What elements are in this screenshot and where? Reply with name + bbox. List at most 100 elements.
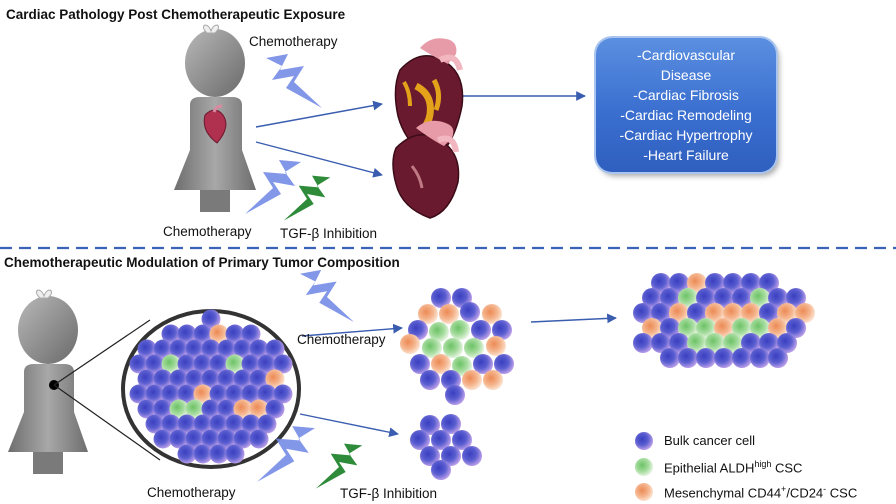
bulk-cell <box>217 399 237 419</box>
bow-icon-bottom <box>35 289 53 299</box>
bulk-cell <box>696 348 716 368</box>
epithelial-csc <box>225 354 245 374</box>
epithelial-csc <box>169 399 189 419</box>
bulk-cell <box>441 370 461 390</box>
bulk-cell <box>420 415 440 435</box>
epithelial-csc <box>678 288 698 308</box>
epithelial-csc <box>422 338 442 358</box>
lightning-tgf-lower-icon <box>315 443 363 489</box>
bulk-cell <box>651 333 671 353</box>
mesenchymal-csc <box>483 370 503 390</box>
outcomes-box: -Cardiovascular Disease -Cardiac Fibrosi… <box>596 38 776 172</box>
mesenchymal-csc <box>431 354 451 374</box>
epithelial-csc <box>732 318 752 338</box>
legend-mesenchymal-swatch <box>635 483 653 501</box>
bulk-cell <box>193 414 213 434</box>
bulk-cell <box>169 339 189 359</box>
bulk-cell <box>249 429 269 449</box>
bulk-cell <box>473 354 493 374</box>
outcome-6: -Heart Failure <box>643 147 729 163</box>
label-chemotherapy-bottom: Chemotherapy <box>147 485 236 500</box>
bulk-cell <box>660 318 680 338</box>
bulk-cell <box>201 399 221 419</box>
bulk-cell <box>225 324 245 344</box>
bulk-cell <box>241 414 261 434</box>
bulk-cell <box>241 324 261 344</box>
bulk-cell <box>249 339 269 359</box>
legend-epithelial-swatch <box>635 458 653 476</box>
bulk-cell <box>201 309 221 329</box>
mesenchymal-csc <box>642 318 662 338</box>
mesenchymal-csc <box>723 303 743 323</box>
epithelial-csc <box>443 338 463 358</box>
bulk-cell <box>145 414 165 434</box>
label-tgf-top: TGF-β Inhibition <box>280 226 378 241</box>
legend-mesenchymal-label: Mesenchymal CD44+/CD24- CSC <box>664 484 858 501</box>
bulk-cell <box>777 333 797 353</box>
bulk-cell <box>177 384 197 404</box>
bulk-cell <box>257 414 277 434</box>
epithelial-csc <box>161 354 181 374</box>
bulk-cell <box>273 354 293 374</box>
bulk-cell <box>153 399 173 419</box>
bulk-cell <box>786 318 806 338</box>
label-chemotherapy-top-lower: Chemotherapy <box>163 224 252 239</box>
bulk-cell <box>759 303 779 323</box>
outcome-3: -Cardiac Fibrosis <box>633 87 739 103</box>
bulk-cell <box>696 288 716 308</box>
csc-enriched-cluster <box>400 288 514 405</box>
bulk-cell <box>153 429 173 449</box>
epithelial-csc <box>185 399 205 419</box>
bulk-cell <box>201 339 221 359</box>
bulk-cell <box>209 384 229 404</box>
top-section-title: Cardiac Pathology Post Chemotherapeutic … <box>6 7 346 22</box>
bulk-cell <box>225 444 245 464</box>
mesenchymal-csc <box>249 399 269 419</box>
bulk-cell <box>768 288 788 308</box>
person-figure-top <box>174 24 256 212</box>
mesenchymal-csc <box>209 324 229 344</box>
bulk-cell <box>249 369 269 389</box>
epithelial-csc <box>750 288 770 308</box>
person-figure-bottom <box>8 289 88 474</box>
bulk-cell <box>705 273 725 293</box>
mesenchymal-csc <box>687 273 707 293</box>
bulk-cell <box>161 324 181 344</box>
bulk-cell <box>471 320 491 340</box>
mesenchymal-csc <box>486 336 506 356</box>
zoom-line-upper <box>53 319 151 386</box>
bulk-cell <box>161 414 181 434</box>
epithelial-csc <box>696 318 716 338</box>
bulk-cell <box>441 446 461 466</box>
outcome-2: Disease <box>660 67 712 83</box>
protected-heart-icon <box>392 120 460 219</box>
label-chemotherapy-top: Chemotherapy <box>249 34 338 49</box>
bulk-cell <box>201 369 221 389</box>
bulk-cell <box>669 273 689 293</box>
epithelial-csc <box>452 356 472 376</box>
label-chemotherapy-mid: Chemotherapy <box>297 332 386 347</box>
bulk-cell <box>669 333 689 353</box>
arrow-to-relapse-tumor <box>530 313 617 324</box>
bulk-cell <box>177 414 197 434</box>
epithelial-csc <box>723 333 743 353</box>
bulk-cell <box>660 288 680 308</box>
legend-epithelial-label: Epithelial ALDHhigh CSC <box>664 459 803 476</box>
outcome-5: -Cardiac Hypertrophy <box>619 127 753 143</box>
bulk-cell <box>460 302 480 322</box>
arrow-to-csc-enriched <box>301 323 403 337</box>
bulk-cell <box>193 444 213 464</box>
bulk-cell <box>445 385 465 405</box>
bulk-cell <box>177 444 197 464</box>
mesenchymal-csc <box>418 304 438 324</box>
mesenchymal-csc <box>265 369 285 389</box>
bulk-cell <box>257 384 277 404</box>
arrow-to-protected-heart <box>255 141 383 178</box>
epithelial-csc <box>687 333 707 353</box>
bulk-cell <box>732 348 752 368</box>
bulk-cell <box>265 339 285 359</box>
mesenchymal-csc <box>400 334 420 354</box>
mesenchymal-csc <box>795 303 815 323</box>
mesenchymal-csc <box>233 399 253 419</box>
